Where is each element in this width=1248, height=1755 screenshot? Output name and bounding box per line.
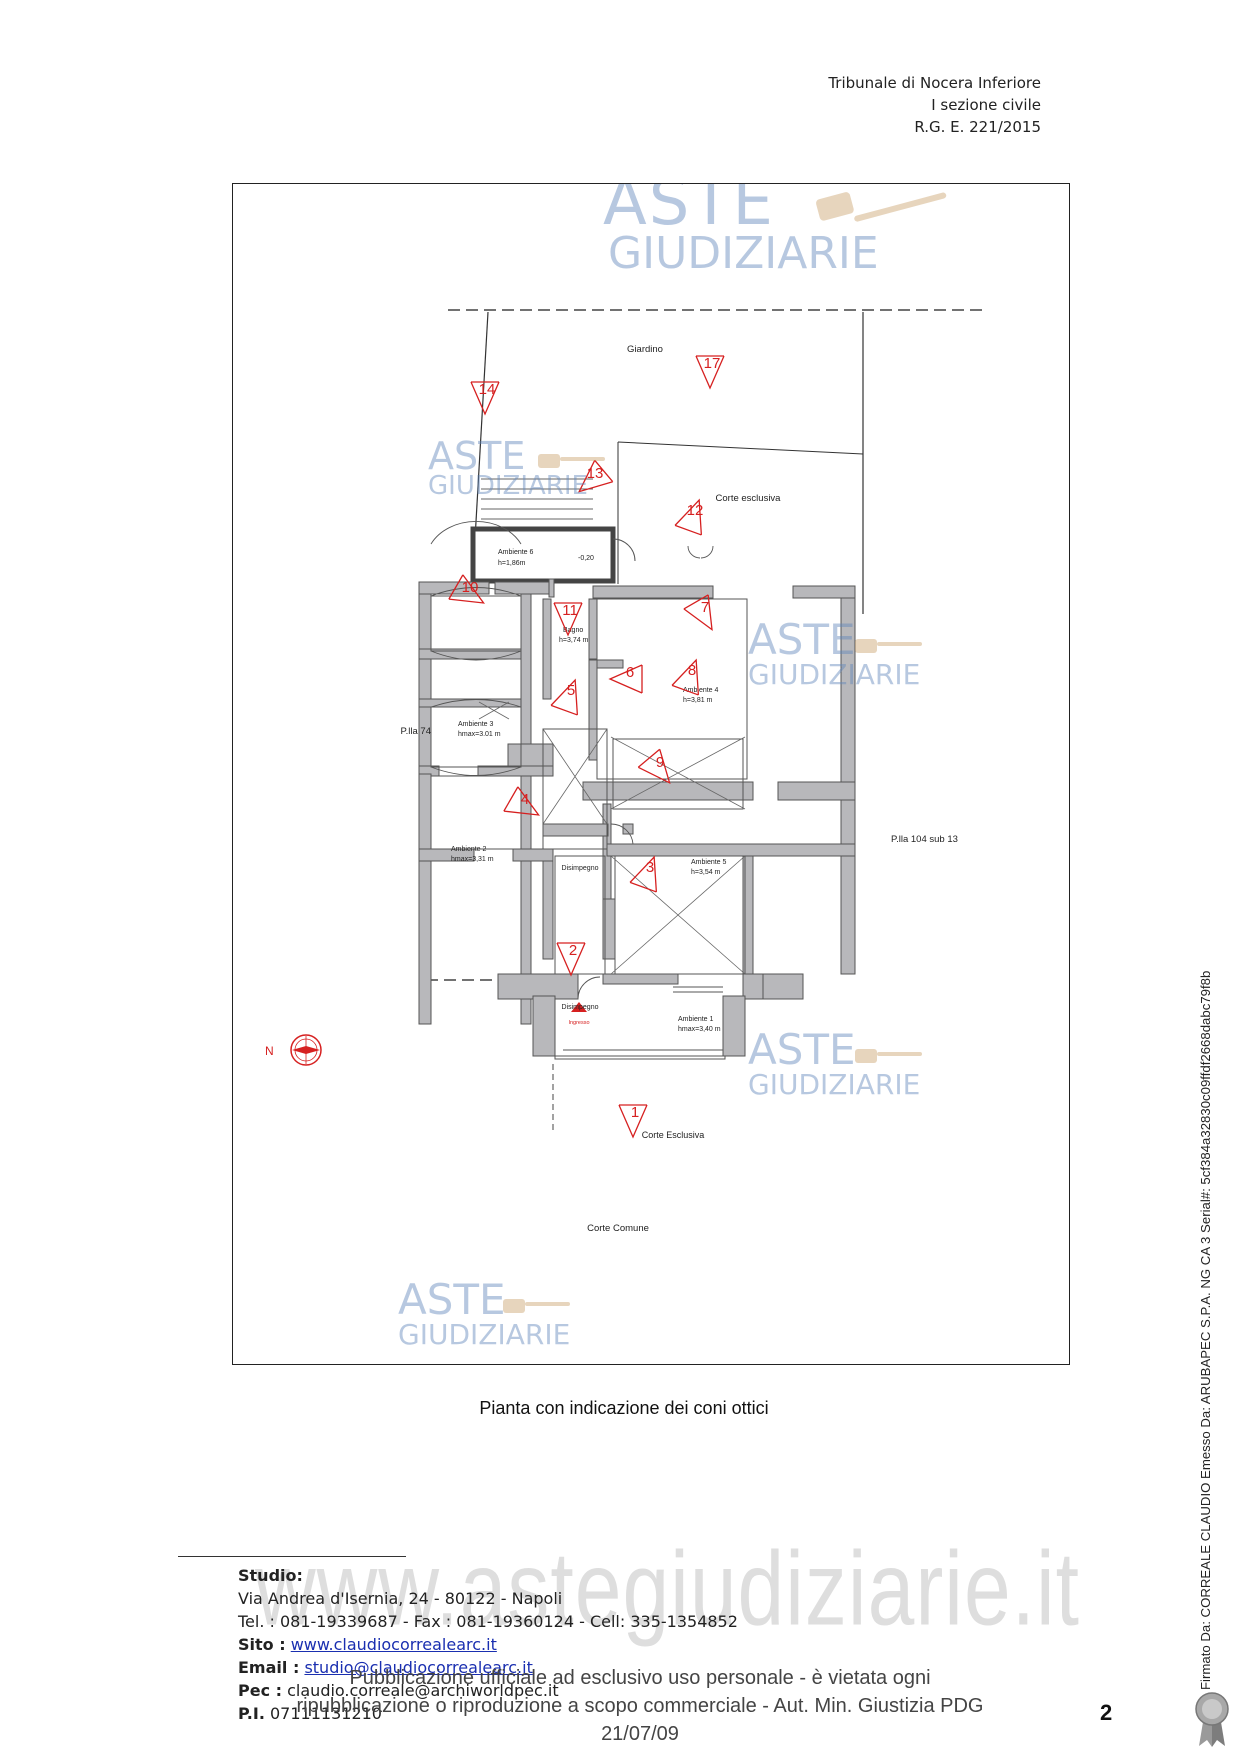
svg-text:GIUDIZIARIE: GIUDIZIARIE: [428, 471, 588, 501]
optical-cone-label: 1: [631, 1104, 639, 1121]
optical-cone-1: 1: [618, 1104, 648, 1139]
svg-text:ASTE: ASTE: [748, 1025, 856, 1074]
room-amb3-name: Ambiente 3: [458, 721, 494, 728]
label-corte-esclusiva: Corte esclusiva: [716, 493, 782, 504]
court-section: I sezione civile: [931, 96, 1041, 114]
optical-cone-label: 5: [567, 682, 575, 699]
digital-signature: Firmato Da: CORREALE CLAUDIO Emesso Da: …: [1198, 970, 1213, 1690]
floor-plan-drawing: N Giardino Corte esclusiva P.lla 74 P.ll…: [265, 184, 988, 1351]
room-bagno-name: Bagno: [563, 627, 583, 634]
pec-address: claudio.correale@archiworldpec.it: [287, 1681, 559, 1700]
label-plla74: P.lla 74: [401, 726, 431, 737]
optical-cone-label: 14: [479, 381, 496, 398]
floor-plan: N Giardino Corte esclusiva P.lla 74 P.ll…: [232, 183, 1070, 1365]
label-disimpegno-2: Disimpegno: [562, 1004, 599, 1011]
page-number: 2: [1100, 1700, 1113, 1725]
court-name: Tribunale di Nocera Inferiore: [828, 74, 1041, 92]
svg-text:GIUDIZIARIE: GIUDIZIARIE: [398, 1318, 570, 1351]
pi-number: 07111131210: [270, 1704, 382, 1723]
optical-cone-17: 17: [695, 355, 725, 390]
room-amb4-name: Ambiente 4: [683, 687, 719, 694]
room-amb3-height: hmax=3.01 m: [458, 731, 501, 738]
label-corte-comune: Corte Comune: [587, 1223, 649, 1234]
optical-cone-11: 11: [553, 602, 583, 637]
footnote-separator: [178, 1556, 406, 1557]
email-label: Email :: [238, 1658, 300, 1677]
studio-phone: Tel. : 081-19339687 - Fax : 081-19360124…: [238, 1612, 738, 1631]
optical-cone-13: 13: [577, 459, 614, 493]
site-link[interactable]: www.claudiocorrealearc.it: [290, 1635, 497, 1654]
optical-cone-label: 8: [688, 662, 696, 679]
optical-cone-label: 7: [701, 599, 709, 616]
optical-cone-12: 12: [674, 498, 704, 536]
label-plla104: P.lla 104 sub 13: [891, 834, 958, 845]
optical-cone-label: 10: [462, 579, 479, 596]
court-header: Tribunale di Nocera Inferiore I sezione …: [828, 72, 1041, 138]
publication-line-2: ripubblicazione o riproduzione a scopo c…: [296, 1695, 984, 1745]
label-ingresso: Ingresso: [568, 1020, 589, 1026]
optical-cone-9: 9: [637, 748, 671, 785]
optical-cone-label: 3: [646, 859, 654, 876]
optical-cone-10: 10: [448, 574, 485, 604]
studio-address: Via Andrea d'Isernia, 24 - 80122 - Napol…: [238, 1589, 563, 1608]
seal-icon: [1195, 1692, 1229, 1753]
label-giardino: Giardino: [627, 344, 663, 355]
optical-cone-label: 17: [704, 355, 721, 372]
publication-notice: Pubblicazione ufficiale ad esclusivo uso…: [255, 1664, 1025, 1748]
optical-cone-6: 6: [608, 664, 643, 694]
room-amb6-height: h=1,86m: [498, 560, 526, 567]
case-number: R.G. E. 221/2015: [914, 118, 1041, 136]
optical-cone-label: 4: [521, 791, 529, 808]
svg-text:ASTE: ASTE: [748, 615, 856, 664]
optical-cone-label: 13: [587, 465, 604, 482]
room-amb1-height: hmax=3,40 m: [678, 1026, 721, 1033]
svg-text:ASTE: ASTE: [428, 434, 525, 478]
svg-text:ASTE: ASTE: [603, 184, 775, 240]
optical-cone-14: 14: [470, 381, 500, 416]
studio-title: Studio:: [238, 1566, 303, 1585]
optical-cone-8: 8: [671, 658, 700, 696]
email-link[interactable]: studio@claudiocorrealearc.it: [304, 1658, 533, 1677]
svg-text:ASTE: ASTE: [398, 1275, 506, 1324]
optical-cone-5: 5: [550, 678, 579, 716]
room-amb6-name: Ambiente 6: [498, 549, 534, 556]
label-corte-esclusiva-b: Corte Esclusiva: [642, 1130, 705, 1140]
optical-cone-label: 9: [656, 754, 664, 771]
plan-caption: Pianta con indicazione dei coni ottici: [479, 1398, 769, 1418]
pi-label: P.I.: [238, 1704, 265, 1723]
compass-label: N: [265, 1044, 274, 1058]
optical-cone-label: 6: [626, 664, 634, 681]
optical-cone-3: 3: [629, 855, 658, 893]
room-amb1-name: Ambiente 1: [678, 1016, 714, 1023]
room-amb2-name: Ambiente 2: [451, 846, 487, 853]
site-label: Sito :: [238, 1635, 286, 1654]
svg-text:GIUDIZIARIE: GIUDIZIARIE: [748, 1068, 920, 1101]
publication-line-1: Pubblicazione ufficiale ad esclusivo uso…: [349, 1667, 931, 1689]
room-bagno-height: h=3,74 m: [559, 637, 589, 644]
room-amb6-level: -0,20: [578, 555, 594, 562]
aste-watermark-icon: ASTE GIUDIZIARIE ASTE GIUDIZIARIE ASTE G…: [398, 184, 920, 1351]
optical-cone-label: 12: [687, 502, 704, 519]
room-amb5-height: h=3,54 m: [691, 869, 721, 876]
compass-icon: [290, 1034, 322, 1066]
studio-info: Studio: Via Andrea d'Isernia, 24 - 80122…: [238, 1564, 738, 1725]
svg-text:GIUDIZIARIE: GIUDIZIARIE: [608, 228, 879, 279]
optical-cone-label: 2: [569, 942, 577, 959]
optical-cone-4: 4: [503, 786, 540, 816]
svg-text:GIUDIZIARIE: GIUDIZIARIE: [748, 658, 920, 691]
room-amb4-height: h=3,81 m: [683, 697, 713, 704]
room-amb2-height: hmax=3,31 m: [451, 856, 494, 863]
label-disimpegno-1: Disimpegno: [562, 865, 599, 872]
optical-cone-2: 2: [556, 942, 586, 977]
watermark-url: www.astegiudiziarie.it: [255, 1529, 1081, 1647]
optical-cone-label: 11: [562, 602, 578, 619]
optical-cone-7: 7: [683, 594, 713, 631]
room-amb5-name: Ambiente 5: [691, 859, 727, 866]
pec-label: Pec :: [238, 1681, 283, 1700]
